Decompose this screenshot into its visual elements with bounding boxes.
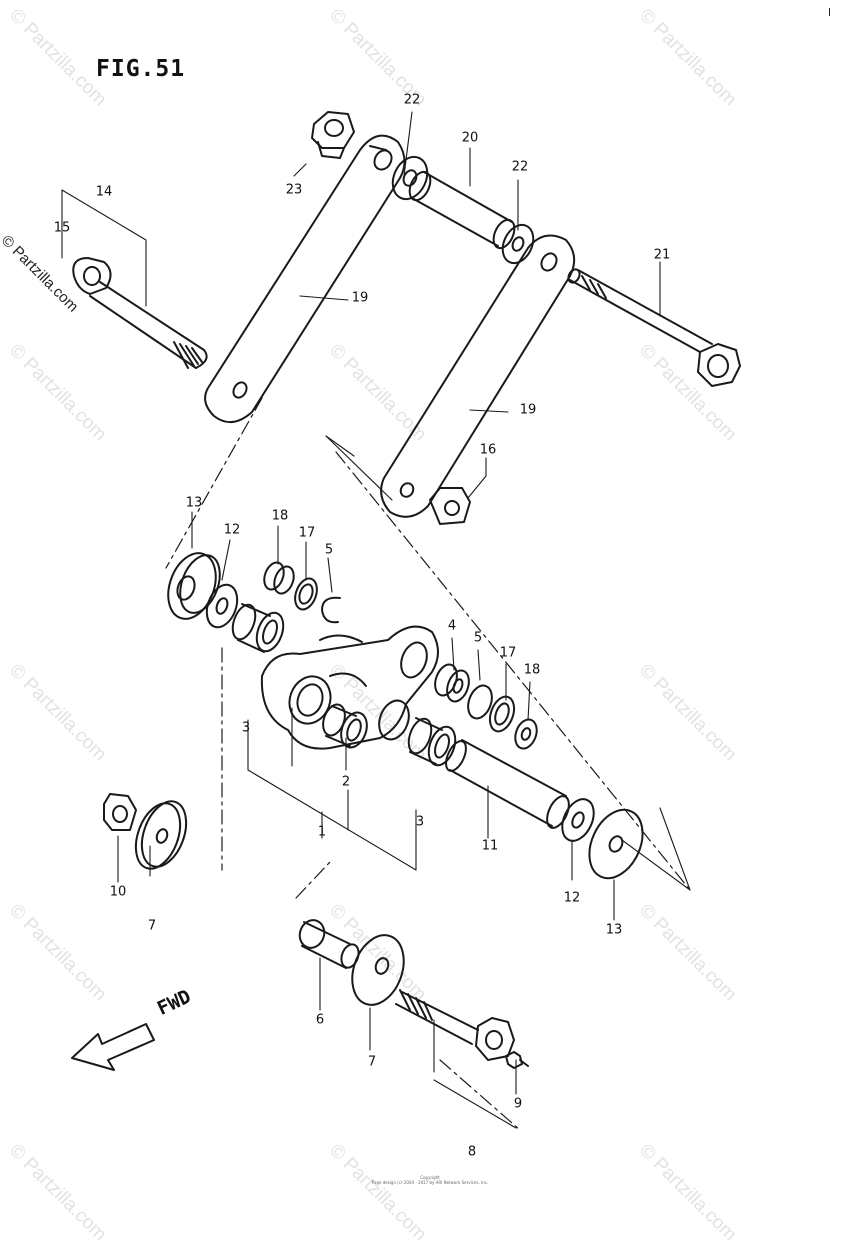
spacer-18-lower xyxy=(514,718,538,750)
washer-22-lower xyxy=(501,223,535,265)
callout-8: 8 xyxy=(467,1144,477,1160)
callout-4: 4 xyxy=(447,618,457,634)
figure-title: FIG.51 xyxy=(96,56,186,82)
callout-1: 1 xyxy=(317,824,327,840)
flange-nut-23 xyxy=(311,111,355,159)
callout-15: 15 xyxy=(53,220,71,236)
callout-17: 17 xyxy=(499,645,517,661)
bolt-14 xyxy=(72,257,208,369)
needle-bearing-3-upper xyxy=(231,603,285,653)
callout-13: 13 xyxy=(605,922,623,938)
callout-5: 5 xyxy=(324,542,334,558)
nut-10 xyxy=(103,793,137,831)
callout-2: 2 xyxy=(341,774,351,790)
spacer-4 xyxy=(434,663,470,703)
callout-10: 10 xyxy=(109,884,127,900)
callout-5: 5 xyxy=(473,630,483,646)
exploded-parts-diagram xyxy=(61,111,741,1131)
spacer-18-upper xyxy=(263,561,295,595)
grease-nipple-9 xyxy=(505,1051,529,1069)
washer-7-left xyxy=(134,800,188,870)
callout-22: 22 xyxy=(511,159,529,175)
link-rod-left xyxy=(204,134,406,423)
fwd-arrow-icon xyxy=(71,1023,155,1071)
callout-3: 3 xyxy=(415,814,425,830)
nut-16 xyxy=(429,487,471,525)
callout-9: 9 xyxy=(513,1096,523,1112)
needle-bearing-2 xyxy=(322,703,368,749)
collar-20 xyxy=(408,170,516,250)
copyright-footer: Copyright Page design (c) 2004 - 2017 by… xyxy=(330,1175,530,1185)
callout-11: 11 xyxy=(481,838,499,854)
callout-12: 12 xyxy=(563,890,581,906)
copyright-line-1: Copyright xyxy=(420,1175,440,1180)
needle-bearing-3-lower xyxy=(407,717,457,767)
seal-17-upper xyxy=(294,577,318,611)
callout-20: 20 xyxy=(461,130,479,146)
circlip-5-lower xyxy=(467,684,493,720)
callout-6: 6 xyxy=(315,1012,325,1028)
callout-7: 7 xyxy=(147,918,157,934)
seal-17-lower xyxy=(488,695,516,733)
callout-7: 7 xyxy=(367,1054,377,1070)
callout-19: 19 xyxy=(351,290,369,306)
washer-7-bottom xyxy=(351,934,405,1006)
washer-12-right xyxy=(561,798,595,842)
corner-mark xyxy=(829,8,830,16)
callout-leader-lines xyxy=(61,111,691,1129)
assembly-leader-lines xyxy=(165,397,691,1131)
circlip-5-upper xyxy=(321,596,341,624)
copyright-line-2: Page design (c) 2004 - 2017 by ARI Netwo… xyxy=(371,1180,489,1185)
washer-12-left xyxy=(205,583,239,629)
callout-17: 17 xyxy=(298,525,316,541)
callout-18: 18 xyxy=(523,662,541,678)
bolt-21 xyxy=(567,268,741,387)
link-rod-right xyxy=(380,234,576,518)
callout-22: 22 xyxy=(403,92,421,108)
callout-23: 23 xyxy=(285,182,303,198)
bolt-8 xyxy=(395,989,515,1061)
cushion-lever-1 xyxy=(260,625,439,750)
callout-16: 16 xyxy=(479,442,497,458)
callout-12: 12 xyxy=(223,522,241,538)
washer-13-right xyxy=(588,808,644,880)
callout-3: 3 xyxy=(241,720,251,736)
washer-13-left xyxy=(167,552,221,620)
callout-19: 19 xyxy=(519,402,537,418)
callout-21: 21 xyxy=(653,247,671,263)
collar-11 xyxy=(445,739,570,829)
callout-14: 14 xyxy=(95,184,113,200)
callout-18: 18 xyxy=(271,508,289,524)
collar-6 xyxy=(298,919,360,969)
callout-13: 13 xyxy=(185,495,203,511)
